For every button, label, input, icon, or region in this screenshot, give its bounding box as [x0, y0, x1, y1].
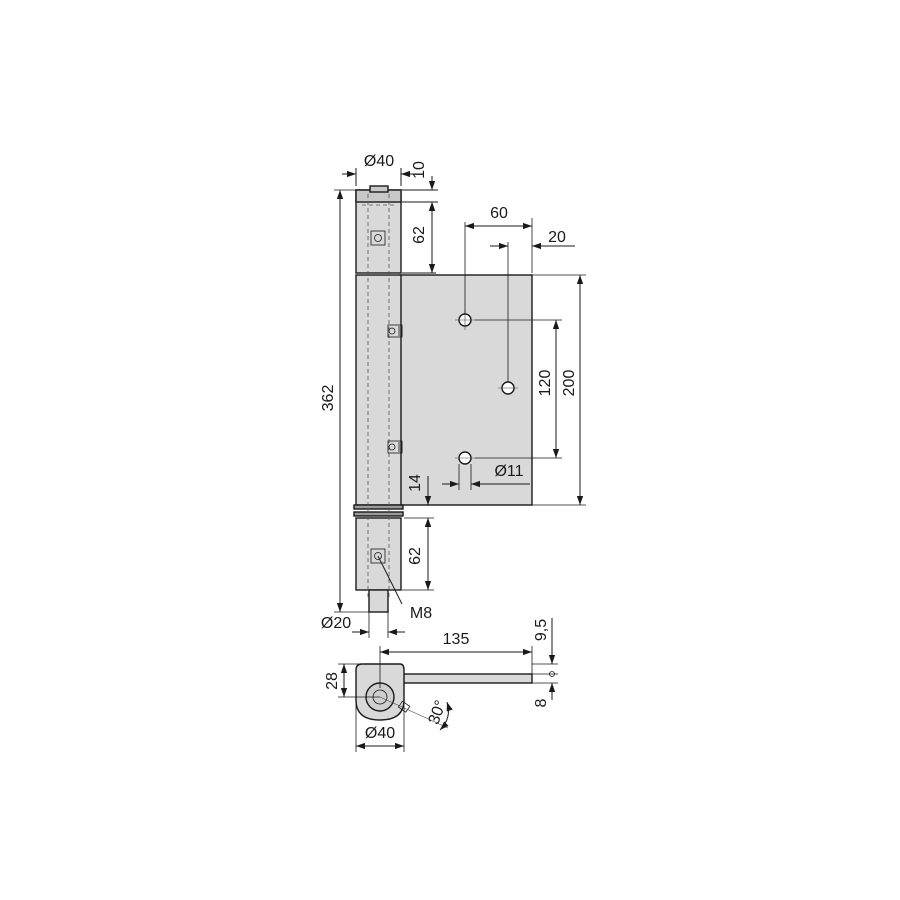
dim-362: 362 [320, 385, 337, 412]
mounting-hole [455, 310, 475, 330]
dim-20: 20 [548, 229, 566, 246]
dim-10: 10 [411, 161, 428, 179]
top-view [338, 618, 558, 752]
pin [368, 589, 389, 613]
dim-62-lower: 62 [407, 547, 424, 565]
top-leaf [394, 673, 533, 684]
upper-knuckle [355, 189, 402, 274]
ring-1 [353, 504, 404, 510]
angle-arc [439, 701, 453, 731]
dim-60: 60 [490, 205, 508, 222]
dim-8: 8 [533, 698, 550, 707]
dim-14: 14 [407, 474, 424, 492]
dim-120: 120 [537, 370, 554, 397]
dim-62-upper: 62 [411, 226, 428, 244]
dimension-labels: Ø40 10 62 60 20 362 120 200 Ø11 14 62 M8… [320, 153, 578, 742]
cap-nub [369, 185, 389, 193]
set-screw [370, 230, 386, 246]
dim-30-deg: 30° [426, 698, 450, 727]
mounting-hole [455, 451, 475, 465]
dim-200: 200 [561, 370, 578, 397]
dim-d11: Ø11 [494, 463, 523, 480]
dim-135: 135 [443, 631, 470, 648]
side-screw [387, 440, 403, 454]
lower-knuckle [355, 517, 402, 591]
middle-barrel [355, 274, 402, 506]
dim-28: 28 [324, 672, 341, 690]
front-view [334, 168, 586, 638]
dim-m8: M8 [410, 605, 432, 622]
dim-d40-top: Ø40 [364, 153, 394, 170]
top-screw [397, 700, 411, 713]
side-screw [387, 324, 403, 338]
dim-d40-bottom: Ø40 [365, 725, 395, 742]
set-screw [370, 548, 386, 564]
dim-9-5: 9,5 [533, 619, 550, 641]
dim-d20: Ø20 [321, 615, 351, 632]
datum-point [549, 671, 555, 677]
ring-2 [353, 511, 404, 517]
